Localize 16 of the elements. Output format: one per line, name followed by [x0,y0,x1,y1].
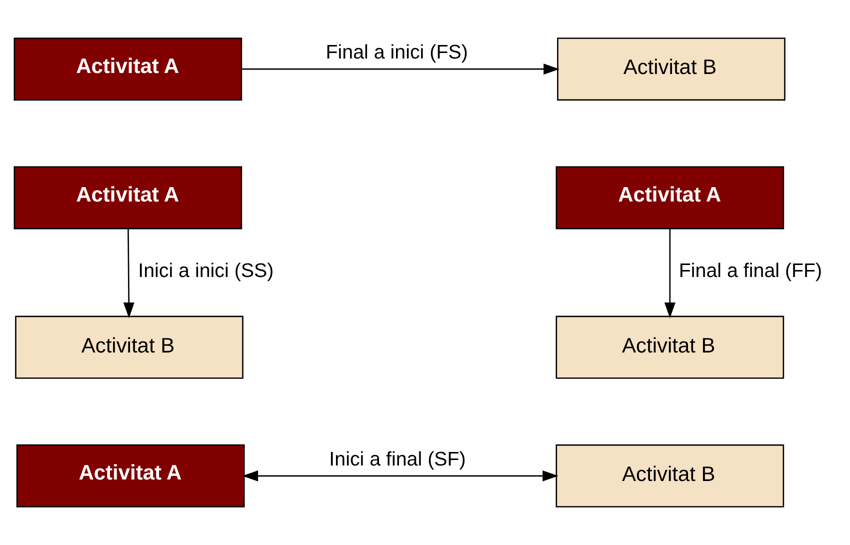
node-box: Activitat B [14,316,243,379]
node-box: Activitat B [555,316,784,379]
edge-label: Final a final (FF) [678,260,822,282]
arrow [242,470,558,482]
arrow [241,64,559,75]
arrow [122,228,134,318]
node-box: Activitat A [13,166,242,230]
edge-label: Final a inici (FS) [325,42,468,64]
node-box: Activitat B [555,444,784,508]
node-box: Activitat A [16,444,244,508]
edge-label: Inici a final (SF) [328,448,466,470]
node-box: Activitat A [13,38,242,101]
edge-label: Inici a inici (SS) [138,260,274,282]
node-box: Activitat B [556,38,785,101]
arrow [664,228,675,318]
node-box: Activitat A [555,166,784,230]
